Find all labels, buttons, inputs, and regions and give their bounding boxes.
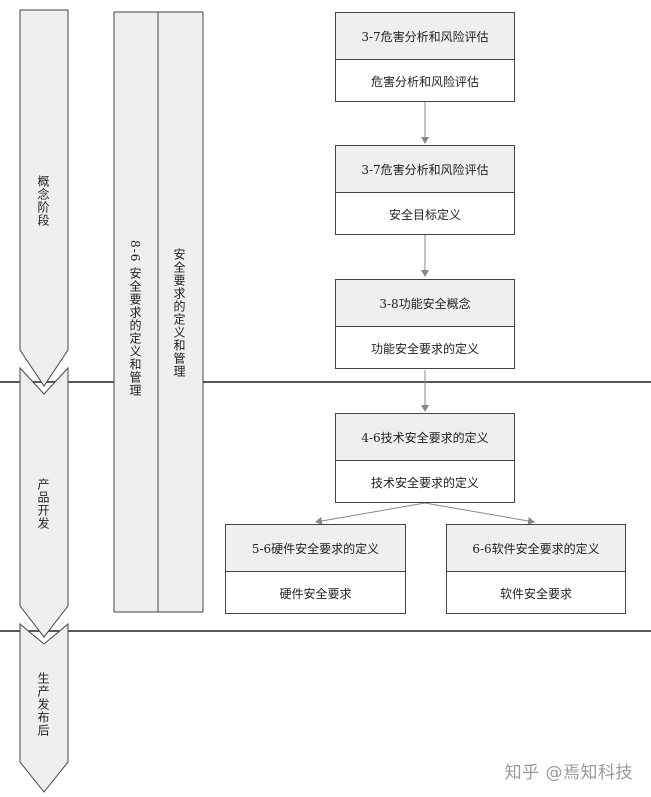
box-hara-1: 3-7危害分析和风险评估 危害分析和风险评估 xyxy=(335,12,515,102)
box-functional-safety-concept-header: 3-8功能安全概念 xyxy=(336,280,514,327)
watermark: 知乎 @焉知科技 xyxy=(504,763,633,783)
box-hara-1-header: 3-7危害分析和风险评估 xyxy=(336,13,514,60)
box-hardware-safety: 5-6硬件安全要求的定义 硬件安全要求 xyxy=(225,524,406,614)
management-label-right: 安全要求的定义和管理 xyxy=(172,248,186,378)
phase-arrow-production xyxy=(19,622,69,793)
arrow-4-to-software xyxy=(424,502,535,525)
box-software-safety: 6-6软件安全要求的定义 软件安全要求 xyxy=(446,524,626,614)
box-hara-2-body: 安全目标定义 xyxy=(388,208,461,222)
arrow-4-to-hardware xyxy=(315,502,426,525)
box-hara-1-body: 危害分析和风险评估 xyxy=(370,75,479,89)
box-hardware-safety-body: 硬件安全要求 xyxy=(279,587,352,601)
phase-arrow-development xyxy=(19,366,69,638)
box-technical-safety-body: 技术安全要求的定义 xyxy=(370,476,479,490)
box-functional-safety-concept: 3-8功能安全概念 功能安全要求的定义 xyxy=(335,279,515,369)
box-technical-safety-header: 4-6技术安全要求的定义 xyxy=(336,414,514,461)
box-hardware-safety-header: 5-6硬件安全要求的定义 xyxy=(226,525,405,572)
box-software-safety-body: 软件安全要求 xyxy=(499,587,572,601)
box-technical-safety: 4-6技术安全要求的定义 技术安全要求的定义 xyxy=(335,413,515,503)
phase-label-production: 生产发布后 xyxy=(36,672,50,737)
phase-arrow-concept xyxy=(19,9,69,387)
phase-label-concept: 概念阶段 xyxy=(36,175,50,227)
box-hara-2-header: 3-7危害分析和风险评估 xyxy=(336,146,514,193)
management-label-left: 8-6 安全要求的定义和管理 xyxy=(128,240,142,398)
box-software-safety-header: 6-6软件安全要求的定义 xyxy=(447,525,625,572)
box-functional-safety-concept-body: 功能安全要求的定义 xyxy=(370,342,479,356)
phase-label-development: 产品开发 xyxy=(36,478,50,530)
box-hara-2: 3-7危害分析和风险评估 安全目标定义 xyxy=(335,145,515,235)
